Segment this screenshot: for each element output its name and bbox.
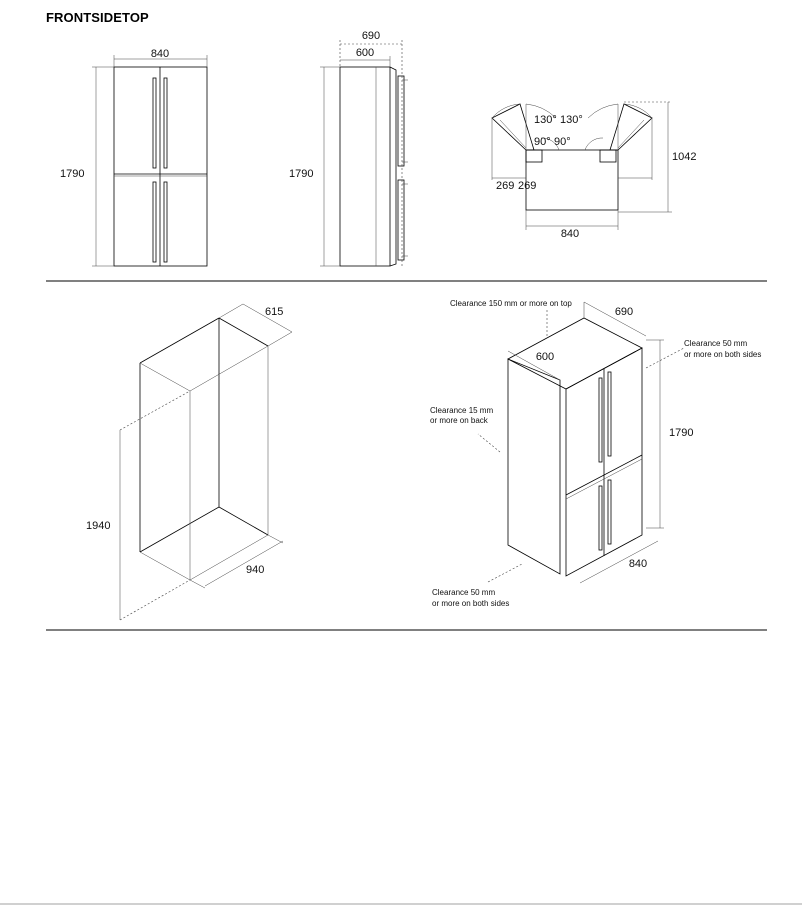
clearance-front-note-line2: or more on both sides [432, 599, 509, 608]
top-angle-right-outer: 130° [560, 114, 583, 126]
side-height-label: 1790 [289, 168, 313, 180]
top-view: 130° 130° 90° 90° 269 269 1042 840 [491, 101, 696, 240]
niche-view: 615 1940 940 [86, 303, 293, 621]
side-depth-body-label: 600 [356, 47, 374, 59]
top-door-left-label: 269 [496, 180, 514, 192]
top-depth-open-label: 1042 [672, 151, 696, 163]
top-door-right-label: 269 [518, 180, 536, 192]
top-angle-right-inner: 90° [554, 136, 571, 148]
side-depth-total-label: 690 [362, 30, 380, 42]
niche-height-label: 1940 [86, 520, 110, 532]
iso-height-label: 1790 [669, 427, 693, 439]
clearance-side-note-line1: Clearance 50 mm [684, 339, 747, 348]
iso-depth-body-label: 600 [536, 351, 554, 363]
front-view: 840 1790 [60, 48, 208, 267]
iso-view: 690 600 1790 840 Clearance 150 mm or mor… [430, 299, 761, 608]
iso-depth-total-label: 690 [615, 306, 633, 318]
clearance-back-note-line1: Clearance 15 mm [430, 406, 493, 415]
clearance-front-note-line1: Clearance 50 mm [432, 588, 495, 597]
top-width-label: 840 [561, 228, 579, 240]
iso-width-label: 840 [629, 558, 647, 570]
front-height-label: 1790 [60, 168, 84, 180]
page-title: FRONTSIDETOP [46, 10, 149, 25]
niche-depth-label: 615 [265, 306, 283, 318]
top-angle-left-inner: 90° [534, 136, 551, 148]
clearance-top-note: Clearance 150 mm or more on top [450, 299, 572, 308]
clearance-side-note-line2: or more on both sides [684, 350, 761, 359]
side-view: 690 600 1790 [289, 30, 408, 267]
niche-width-label: 940 [246, 564, 264, 576]
front-width-label: 840 [151, 48, 169, 60]
clearance-back-note-line2: or more on back [430, 416, 489, 425]
top-angle-left-outer: 130° [534, 114, 557, 126]
